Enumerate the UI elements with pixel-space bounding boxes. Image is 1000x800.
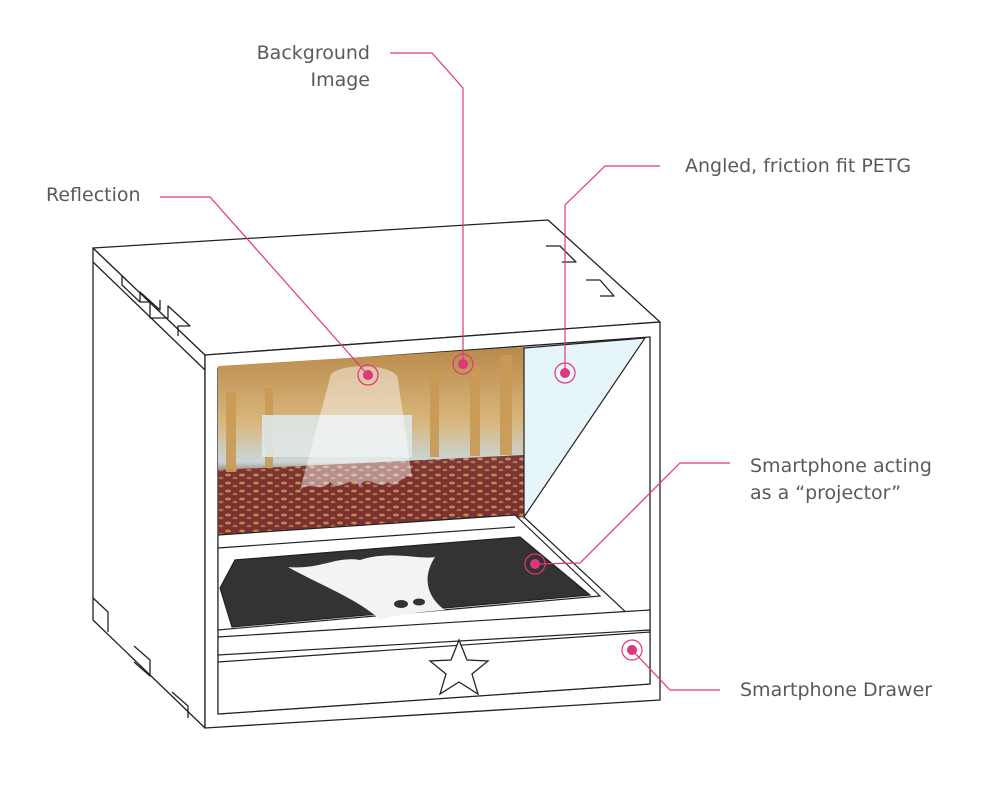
callout-markers: [357, 353, 643, 661]
star-handle: [428, 638, 490, 696]
callout-lines: [160, 52, 730, 691]
reflection-label: Reflection: [46, 184, 141, 206]
projector-marker: [524, 553, 546, 575]
drawer-marker: [621, 639, 643, 661]
projector-label: Smartphone acting as a “projector”: [750, 453, 932, 507]
petg-marker: [554, 362, 576, 384]
petg-sheet: [523, 337, 647, 519]
projector-leader: [534, 462, 730, 565]
drawer-front: [217, 631, 651, 715]
projector-label-line1: Smartphone acting: [750, 455, 932, 477]
background-image: [218, 347, 524, 556]
background-label-line2: Image: [310, 69, 370, 91]
background-label-line1: Background: [256, 42, 370, 64]
reflection-ghost: [300, 366, 412, 490]
drawer-leader: [631, 649, 720, 691]
projector-label-line2: as a “projector”: [750, 482, 902, 504]
background-image-label: Background Image: [230, 40, 370, 94]
background-marker: [452, 353, 474, 375]
reflection-marker: [357, 364, 379, 386]
background-leader: [390, 52, 464, 364]
petg-label: Angled, friction fit PETG: [685, 155, 912, 177]
petg-leader: [564, 165, 660, 373]
drawer-label: Smartphone Drawer: [740, 679, 933, 701]
reflection-leader: [160, 196, 369, 376]
